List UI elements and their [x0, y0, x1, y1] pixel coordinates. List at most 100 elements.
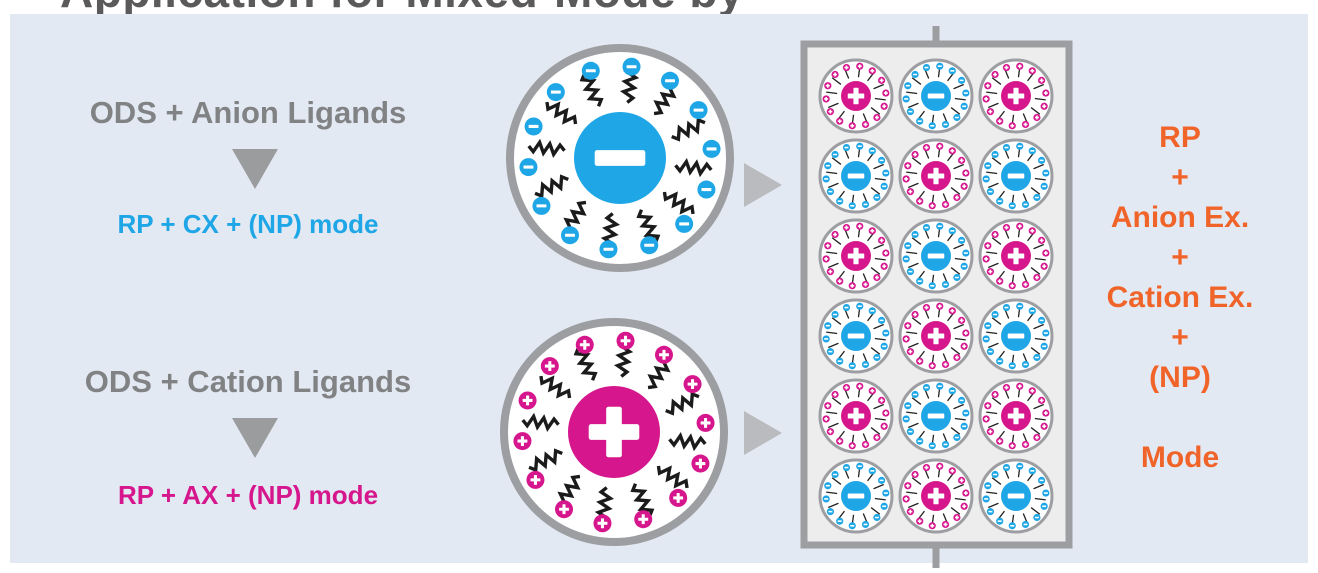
minus-circle-icon — [962, 249, 970, 257]
plus-circle-icon — [948, 147, 956, 155]
minus-circle-icon — [916, 117, 924, 125]
minus-circle-icon — [561, 226, 580, 245]
minus-circle-icon — [842, 463, 851, 472]
plus-circle-icon — [984, 402, 992, 410]
minus-circle-icon — [1033, 193, 1041, 202]
plus-circle-icon — [986, 108, 994, 116]
plus-circle-icon — [831, 70, 839, 79]
plus-circle-icon — [878, 396, 886, 404]
plus-circle-icon — [916, 517, 924, 525]
minus-circle-icon — [902, 255, 910, 263]
minus-circle-icon — [574, 112, 666, 204]
plus-circle-icon — [958, 316, 966, 324]
plus-circle-icon — [904, 162, 912, 170]
triangle-down-icon — [232, 149, 278, 189]
minus-circle-icon — [1002, 463, 1011, 472]
minus-circle-icon — [702, 139, 721, 158]
cation-particle-small — [978, 378, 1054, 454]
minus-circle-icon — [991, 150, 999, 159]
plus-circle-icon — [1042, 89, 1050, 97]
minus-circle-icon — [842, 303, 851, 312]
plus-circle-icon — [902, 175, 910, 183]
minus-circle-icon — [826, 348, 834, 356]
plus-circle-icon — [826, 428, 834, 436]
minus-circle-icon — [848, 522, 856, 530]
plus-circle-icon — [916, 357, 924, 365]
minus-circle-icon — [848, 362, 856, 370]
minus-circle-icon — [911, 70, 919, 79]
plus-circle-icon — [982, 255, 990, 263]
minus-circle-icon — [842, 143, 851, 152]
plus-circle-icon — [836, 437, 844, 445]
plus-circle-icon — [880, 422, 888, 430]
minus-circle-icon — [1021, 360, 1030, 369]
plus-circle-icon — [880, 102, 888, 110]
anion-particle-small — [978, 298, 1054, 374]
minus-circle-icon — [941, 280, 950, 289]
minus-circle-icon — [1028, 467, 1036, 475]
minus-circle-icon — [982, 175, 990, 183]
minus-circle-icon — [581, 61, 600, 80]
minus-circle-icon — [1042, 169, 1050, 177]
plus-circle-icon — [526, 470, 545, 489]
minus-circle-icon — [532, 196, 551, 215]
plus-circle-icon — [928, 362, 936, 370]
minus-circle-icon — [928, 122, 936, 130]
minus-circle-icon — [824, 162, 832, 170]
minus-circle-icon — [882, 329, 890, 337]
plus-circle-icon — [691, 454, 710, 473]
plus-circle-icon — [928, 522, 936, 530]
minus-circle-icon — [941, 120, 950, 129]
minus-circle-icon — [880, 342, 888, 350]
minus-circle-icon — [861, 200, 870, 209]
plus-circle-icon — [868, 227, 876, 235]
minus-circle-icon — [960, 422, 968, 430]
minus-circle-icon — [873, 513, 881, 522]
minus-circle-icon — [928, 442, 936, 450]
minus-circle-icon — [936, 62, 944, 70]
plus-circle-icon — [916, 197, 924, 205]
minus-circle-icon — [878, 156, 886, 164]
minus-circle-icon — [953, 113, 961, 122]
minus-circle-icon — [1040, 342, 1048, 350]
plus-circle-icon — [962, 329, 970, 337]
cation-particle-small — [898, 298, 974, 374]
plus-circle-icon — [1038, 236, 1046, 244]
minus-circle-icon — [1008, 522, 1016, 530]
minus-circle-icon — [941, 440, 950, 449]
minus-circle-icon — [953, 273, 961, 282]
minus-circle-icon — [911, 230, 919, 239]
plus-circle-icon — [960, 342, 968, 350]
mode-line: Mode — [1140, 441, 1220, 474]
minus-circle-icon — [1040, 182, 1048, 190]
minus-circle-icon — [1021, 200, 1030, 209]
plus-circle-icon — [873, 113, 881, 122]
plus-circle-icon — [984, 242, 992, 250]
plus-circle-icon — [1002, 383, 1011, 392]
minus-circle-icon — [836, 357, 844, 365]
minus-circle-icon — [1016, 462, 1024, 470]
plus-circle-icon — [1028, 387, 1036, 395]
cation-particle-small — [898, 458, 974, 534]
minus-circle-icon — [1001, 161, 1031, 191]
minus-circle-icon — [873, 193, 881, 202]
minus-circle-icon — [622, 57, 641, 76]
minus-circle-icon — [697, 180, 716, 199]
plus-circle-icon — [1016, 382, 1024, 390]
plus-circle-icon — [1008, 442, 1016, 450]
cation-mode-label: RP + AX + (NP) mode — [117, 480, 379, 510]
minus-circle-icon — [1001, 481, 1031, 511]
minus-circle-icon — [822, 495, 830, 503]
plus-circle-icon — [960, 182, 968, 190]
minus-circle-icon — [640, 236, 659, 255]
plus-circle-icon — [873, 273, 881, 282]
anion-particle-small — [818, 298, 894, 374]
minus-circle-icon — [921, 81, 951, 111]
plus-circle-icon — [1028, 227, 1036, 235]
plus-circle-icon — [982, 95, 990, 103]
plus-circle-icon — [831, 390, 839, 399]
minus-circle-icon — [546, 83, 565, 102]
minus-circle-icon — [916, 277, 924, 285]
minus-circle-icon — [1002, 143, 1011, 152]
